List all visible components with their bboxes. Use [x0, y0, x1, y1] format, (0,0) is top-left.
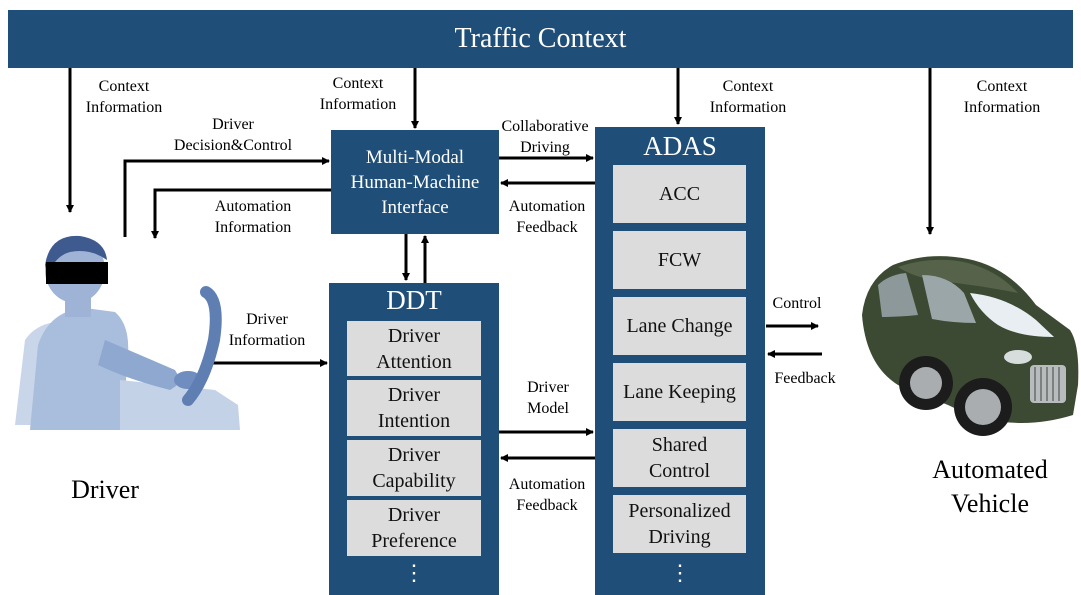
- feedback-label: Feedback: [774, 370, 836, 387]
- adas-item: ACC: [613, 165, 746, 223]
- adas-item: FCW: [613, 231, 746, 289]
- adas-more: ⋮: [669, 560, 691, 585]
- driver-decision-label: Driver Decision&Control: [173, 116, 293, 154]
- ddt-box: DDT Driver Attention Driver Intention Dr…: [329, 283, 499, 595]
- ddt-more: ⋮: [403, 560, 425, 585]
- adas-box: ADAS ACC FCW Lane Change Lane Keeping Sh…: [595, 127, 765, 595]
- context-info-label: Context Information: [85, 78, 163, 116]
- context-info-label: Context Information: [963, 78, 1041, 116]
- ddt-item: Driver Intention: [347, 380, 481, 436]
- ddt-item: Driver Preference: [347, 500, 481, 556]
- hmi-label: Multi-Modal Human-Machine Interface: [350, 146, 480, 218]
- driver-information-label: Driver Information: [228, 311, 306, 349]
- ddt-item: Driver Attention: [347, 321, 481, 376]
- automation-info-label: Automation Information: [214, 198, 292, 236]
- driver-image: [15, 235, 240, 430]
- vehicle-image: [862, 256, 1079, 436]
- driver-caption: Driver: [71, 475, 139, 504]
- hmi-box: Multi-Modal Human-Machine Interface: [331, 130, 499, 234]
- ddt-title: DDT: [386, 285, 442, 315]
- driver-model-label: Driver Model: [527, 379, 569, 417]
- adas-item: Lane Change: [613, 297, 746, 355]
- adas-item: Lane Keeping: [613, 363, 746, 421]
- traffic-context-banner: Traffic Context: [8, 10, 1073, 68]
- vehicle-caption: Automated Vehicle: [932, 455, 1048, 518]
- automation-feedback-label: Automation Feedback: [508, 198, 586, 236]
- context-info-label: Context Information: [319, 75, 397, 113]
- adas-item: Personalized Driving: [613, 495, 746, 553]
- adas-item: Shared Control: [613, 429, 746, 487]
- collab-driving-label: Collaborative Driving: [501, 118, 589, 156]
- automation-info-arrow: [151, 188, 331, 239]
- banner-title: Traffic Context: [454, 23, 627, 54]
- driver-decision-arrow: [123, 157, 330, 237]
- ddt-item: Driver Capability: [347, 440, 481, 496]
- context-info-label: Context Information: [709, 78, 787, 116]
- control-label: Control: [772, 295, 822, 312]
- automation-feedback-label: Automation Feedback: [508, 476, 586, 514]
- adas-title: ADAS: [643, 131, 717, 161]
